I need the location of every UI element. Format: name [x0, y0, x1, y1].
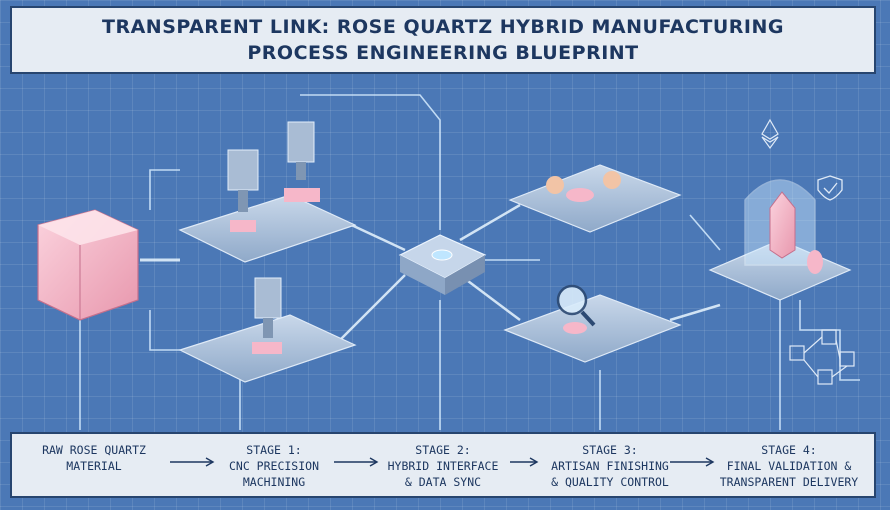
crystal-dome-icon	[708, 179, 852, 301]
stage-raw-material: Raw Rose Quartz Material	[42, 443, 146, 473]
artisan-hands-icon	[503, 164, 682, 363]
title-line-1: Transparent Link: Rose Quartz Hybrid Man…	[102, 16, 784, 38]
flow-arrow-icon	[334, 457, 379, 467]
stage-3-artisan: Stage 3: Artisan Finishing & Quality Con…	[551, 443, 669, 489]
magnifier-icon	[556, 284, 596, 327]
flow-arrow-icon	[510, 457, 539, 467]
flow-arrow-icon	[170, 457, 215, 467]
blockchain-cubes-icon	[789, 329, 855, 385]
flow-arrow-icon	[670, 457, 715, 467]
shield-check-icon	[817, 175, 843, 201]
ethereum-icon	[761, 118, 779, 150]
title-banner: Transparent Link: Rose Quartz Hybrid Man…	[10, 6, 876, 74]
data-hub-icon	[398, 234, 487, 295]
quartz-block-icon	[37, 209, 139, 321]
title-line-2: Process Engineering Blueprint	[247, 42, 639, 64]
stage-4-validation: Stage 4: Final Validation & Transparent …	[719, 443, 859, 489]
stage-bar: Raw Rose Quartz Material Stage 1: CNC Pr…	[10, 432, 876, 498]
stage-1-cnc: Stage 1: CNC Precision Machining	[228, 443, 319, 489]
cnc-machine-icon	[178, 121, 357, 383]
stage-2-hybrid: Stage 2: Hybrid Interface & Data Sync	[387, 443, 499, 489]
